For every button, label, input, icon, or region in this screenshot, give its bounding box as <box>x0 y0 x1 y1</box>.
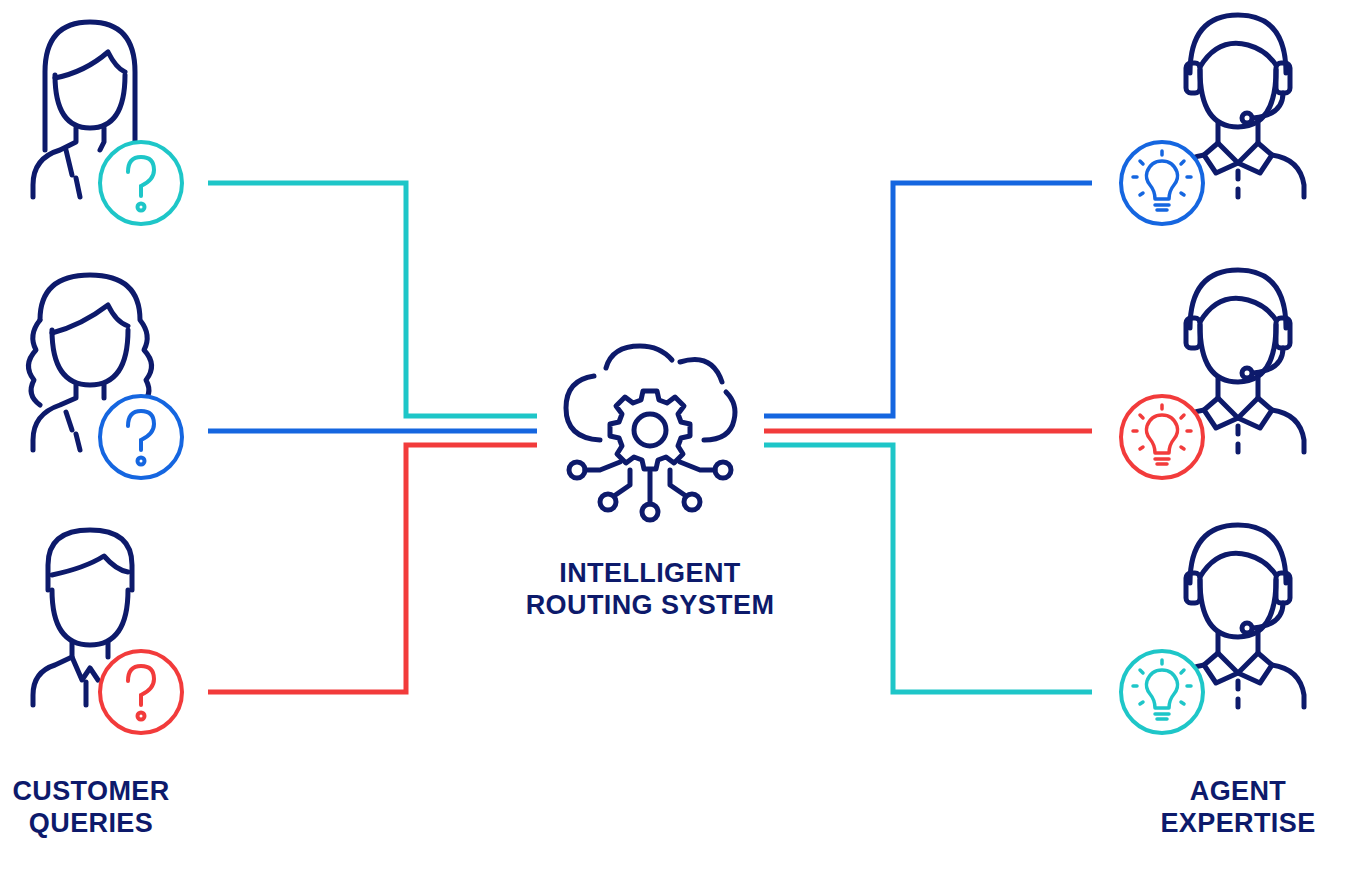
idea-badge <box>1121 142 1203 733</box>
text-label: AGENT EXPERTISE <box>1154 775 1322 839</box>
group-label: CUSTOMER QUERIES <box>7 775 175 839</box>
question-badge <box>100 142 182 733</box>
text-label: INTELLIGENT ROUTING SYSTEM <box>505 557 795 621</box>
group-label: AGENT EXPERTISE <box>1154 775 1322 839</box>
routing-icon <box>566 346 735 520</box>
lightbulb-icon <box>1133 151 1191 719</box>
text-label: CUSTOMER QUERIES <box>7 775 175 839</box>
question-mark <box>128 157 154 720</box>
system-node: INTELLIGENT ROUTING SYSTEM <box>505 557 795 621</box>
